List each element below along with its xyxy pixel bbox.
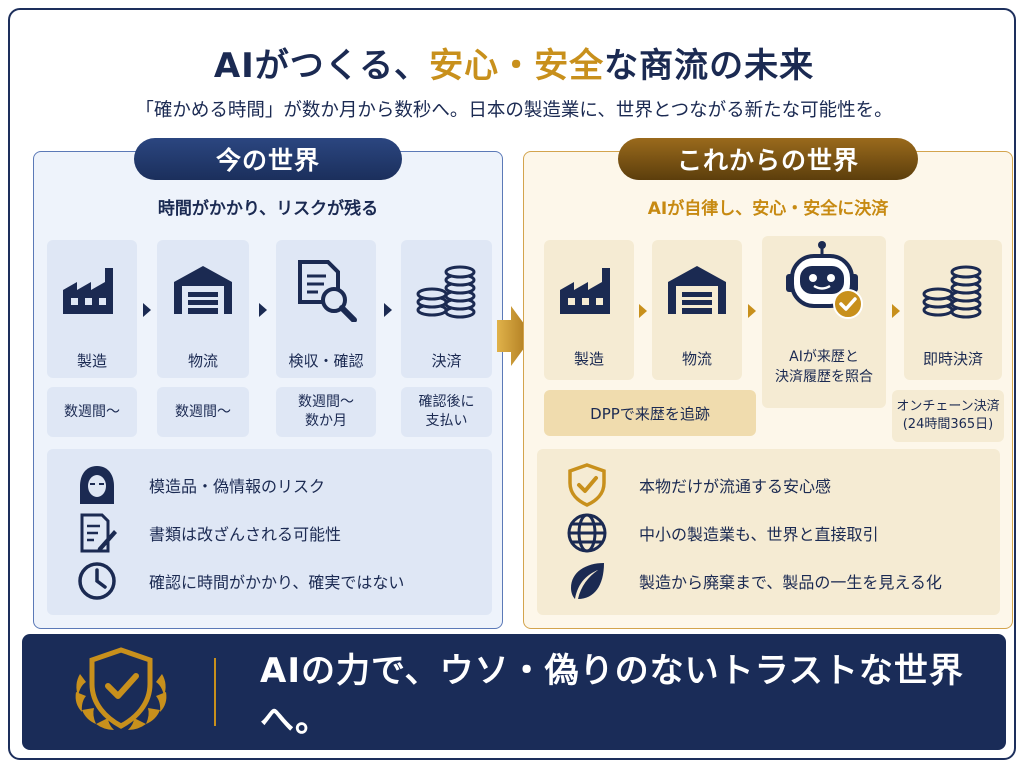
current-world-panel: 今の世界 時間がかかり、リスクが残る 製造 物流 [33,138,503,629]
risk-text: 模造品・偽情報のリスク [149,477,326,496]
flow-arrow [892,304,900,318]
future-step-label: AIが来歴と 決済履歴を照合 [775,349,873,385]
title-part-1: AIがつくる、 [213,46,430,86]
current-world-heading: 今の世界 [134,138,402,180]
risk-text: 確認に時間がかかり、確実ではない [149,573,405,592]
factory-icon [63,268,113,314]
factory-icon [560,268,610,314]
globe-icon [567,513,607,553]
future-world-tagline: AIが自律し、安心・安全に決済 [647,199,889,219]
footer-divider [214,658,216,726]
onchain-payment-label: オンチェーン決済 (24時間365日) [892,390,1004,442]
current-step-duration: 確認後に 支払い [401,387,492,437]
current-step-duration: 数週間〜 [157,387,249,437]
shield-check-icon [568,463,606,507]
infographic-frame: AIがつくる、安心・安全な商流の未来 「確かめる時間」が数か月から数秒へ。日本の… [8,8,1016,760]
benefit-item: 本物だけが流通する安心感 [537,463,1000,507]
current-world-tagline: 時間がかかり、リスクが残る [157,199,379,219]
future-step-label: 即時決済 [922,350,983,368]
future-step-label: 製造 [573,350,604,368]
risk-list: 模造品・偽情報のリスク 書類は改ざんされる可能性 確認に時間がかかり、確実ではな… [47,449,492,615]
flow-arrow [259,303,267,317]
benefit-text: 本物だけが流通する安心感 [639,477,832,496]
flow-arrow [639,304,647,318]
current-step-label: 決済 [431,352,462,370]
robot-icon [786,241,863,319]
footer-message: AIの力で、ウソ・偽りのないトラストな世界へ。 [260,651,964,740]
leaf-icon [571,563,604,599]
clock-icon [78,562,116,600]
page-subtitle: 「確かめる時間」が数か月から数秒へ。日本の製造業に、世界とつながる新たな可能性を… [135,100,893,121]
benefit-list: 本物だけが流通する安心感 中小の製造業も、世界と直接取引 製造から廃棄まで、製品… [537,449,1000,615]
benefit-item: 中小の製造業も、世界と直接取引 [537,511,1000,555]
benefit-item: 製造から廃棄まで、製品の一生を見える化 [537,559,1000,603]
document-search-icon [298,260,357,322]
warehouse-icon [668,266,726,314]
transition-arrow-icon [497,306,533,366]
future-step-label: 物流 [681,350,712,368]
future-step-logistics: 物流 [652,240,742,380]
risk-item: 模造品・偽情報のリスク [47,463,492,507]
current-step-duration: 数週間〜 数か月 [276,387,376,437]
coins-icon [416,265,475,319]
current-step-inspection: 検収・確認 [276,240,376,378]
future-step-ai-verification: AIが来歴と 決済履歴を照合 [762,236,886,408]
warehouse-icon [174,266,232,314]
future-step-manufacturing: 製造 [544,240,634,380]
page-title: AIがつくる、安心・安全な商流の未来 [10,38,1014,87]
future-step-instant-payment: 即時決済 [904,240,1002,380]
title-part-3: な商流の未来 [604,46,815,86]
flow-arrow [748,304,756,318]
current-step-label: 製造 [76,352,107,370]
flow-arrow [143,303,151,317]
coins-icon [922,265,982,319]
current-step-payment: 決済 [401,240,492,378]
title-part-2: 安心・安全 [429,46,605,86]
future-world-heading: これからの世界 [618,138,918,180]
document-edit-icon [80,513,117,553]
footer-banner: AIの力で、ウソ・偽りのないトラストな世界へ。 [22,634,1006,750]
current-step-label: 検収・確認 [288,352,364,370]
flow-arrow [384,303,392,317]
dpp-tracking-label: DPPで来歴を追跡 [544,390,756,436]
risk-item: 書類は改ざんされる可能性 [47,511,492,555]
current-step-logistics: 物流 [157,240,249,378]
future-world-panel: これからの世界 AIが自律し、安心・安全に決済 製造 物流 [523,138,1013,629]
benefit-text: 製造から廃棄まで、製品の一生を見える化 [639,573,942,592]
current-step-manufacturing: 製造 [47,240,137,378]
hooded-person-icon [80,466,114,504]
benefit-text: 中小の製造業も、世界と直接取引 [639,525,879,544]
current-step-label: 物流 [187,352,218,370]
current-step-duration: 数週間〜 [47,387,137,437]
shield-laurel-icon [75,647,167,730]
risk-item: 確認に時間がかかり、確実ではない [47,559,492,603]
risk-text: 書類は改ざんされる可能性 [149,525,342,544]
